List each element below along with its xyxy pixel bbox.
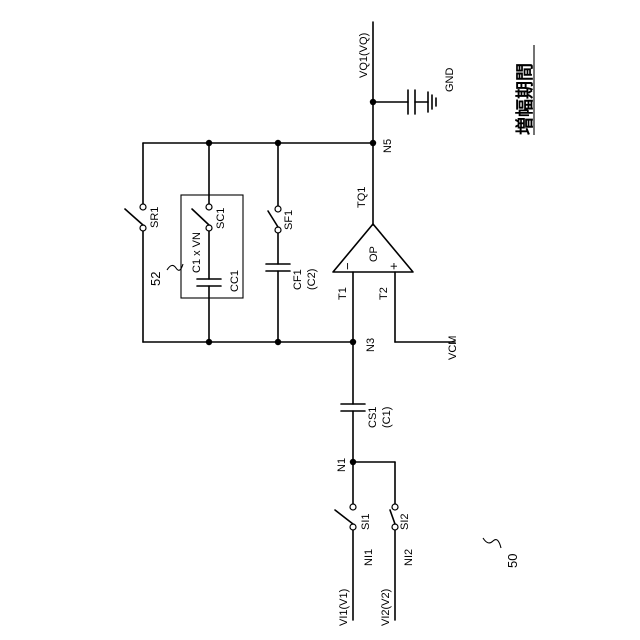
ground-icon <box>428 92 436 112</box>
sf1-label: SF1 <box>283 210 295 230</box>
cc1-label: CC1 <box>229 270 241 292</box>
vcm-label: VCM <box>447 336 459 360</box>
cs1-capacitor <box>341 342 365 462</box>
t1-label: T1 <box>337 287 349 300</box>
c1xvn-label: C1 x VN <box>191 232 203 273</box>
op-inputs <box>353 272 455 342</box>
op-minus-label: − <box>340 262 355 270</box>
vi2-label: VI2(V2) <box>380 589 392 626</box>
cf1-capacitor <box>266 264 290 342</box>
n5-label: N5 <box>382 139 394 153</box>
sr1-switch <box>125 143 146 342</box>
gnd-label: GND <box>444 68 456 93</box>
tq1-label: TQ1 <box>356 187 368 208</box>
output-capacitor <box>373 90 428 114</box>
cs1-label: CS1 <box>367 407 379 428</box>
sf1-switch <box>268 143 281 264</box>
cc1-capacitor <box>197 279 221 342</box>
n1-node <box>350 459 395 465</box>
feedback-top-rail <box>143 140 373 146</box>
diagram-title: 増幅期間 <box>514 63 535 135</box>
op-label: OP <box>368 246 380 262</box>
feedback-bottom-rail <box>143 339 356 345</box>
figure-50-leader <box>483 538 501 548</box>
si1-label: SI1 <box>360 513 372 530</box>
output-line <box>370 22 376 225</box>
t2-label: T2 <box>378 287 390 300</box>
cf1-label: CF1 <box>292 269 304 290</box>
figure-ref-label: 50 <box>505 554 520 568</box>
op-plus-label: + <box>386 262 401 270</box>
ni2-label: NI2 <box>403 549 415 566</box>
n3-label: N3 <box>365 338 377 352</box>
si2-label: SI2 <box>399 513 411 530</box>
vq1-label: VQ1(VQ) <box>358 33 370 78</box>
ni1-label: NI1 <box>363 549 375 566</box>
n1-label: N1 <box>336 458 348 472</box>
c1-label: (C1) <box>381 407 393 428</box>
sc1-label: SC1 <box>215 208 227 229</box>
box-52-label: 52 <box>148 272 163 286</box>
c2-label: (C2) <box>306 269 318 290</box>
vi1-label: VI1(V1) <box>338 589 350 626</box>
sr1-label: SR1 <box>149 207 161 228</box>
